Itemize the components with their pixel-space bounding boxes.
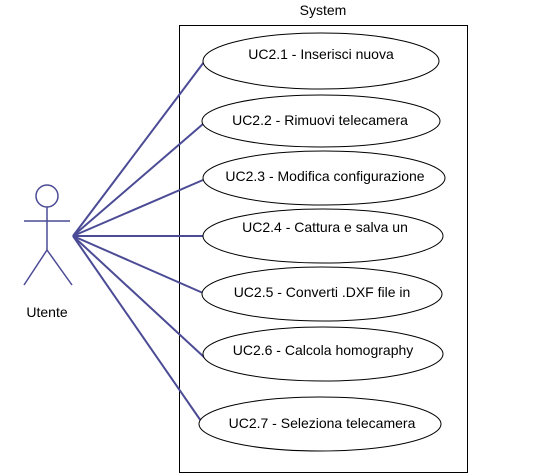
actor-label: Utente <box>26 304 67 320</box>
association-uc2-3 <box>72 179 204 237</box>
use-case-uc2-3: UC2.3 - Modifica configurazione <box>202 150 446 206</box>
use-case-label: UC2.7 - Seleziona telecamera <box>229 415 416 431</box>
actor-utente <box>23 184 73 286</box>
use-case-ellipse <box>202 208 444 264</box>
use-case-ellipse <box>202 326 444 382</box>
associations <box>72 57 208 422</box>
use-case-uc2-4: UC2.4 - Cattura e salva un <box>202 208 444 264</box>
actor-left-leg <box>23 249 48 286</box>
use-case-uc2-6: UC2.6 - Calcola homography <box>202 326 444 382</box>
actor-right-leg <box>46 249 73 286</box>
association-uc2-1 <box>72 57 208 237</box>
association-uc2-2 <box>72 123 204 237</box>
use-case-ellipse <box>198 396 442 452</box>
use-case-label: UC2.1 - Inserisci nuova <box>248 46 394 62</box>
actor-head <box>35 184 59 208</box>
use-case-ellipse <box>201 94 441 148</box>
use-case-uc2-7: UC2.7 - Seleziona telecamera <box>198 396 442 452</box>
use-case-ellipse <box>202 150 446 206</box>
use-case-ellipse <box>202 32 440 90</box>
use-case-label: UC2.5 - Converti .DXF file in <box>234 284 411 300</box>
association-uc2-6 <box>72 235 206 359</box>
use-case-label: UC2.3 - Modifica configurazione <box>225 168 424 184</box>
association-uc2-7 <box>72 235 202 422</box>
use-case-uc2-2: UC2.2 - Rimuovi telecamera <box>201 94 441 148</box>
use-case-ellipse <box>201 266 443 322</box>
use-case-label: UC2.4 - Cattura e salva un <box>242 219 408 235</box>
use-case-uc2-1: UC2.1 - Inserisci nuova <box>202 32 440 90</box>
association-uc2-5 <box>72 235 204 294</box>
system-label: System <box>300 2 347 18</box>
use-case-label: UC2.6 - Calcola homography <box>233 342 414 358</box>
use-case-uc2-5: UC2.5 - Converti .DXF file in <box>201 266 443 322</box>
use-case-label: UC2.2 - Rimuovi telecamera <box>232 112 408 128</box>
